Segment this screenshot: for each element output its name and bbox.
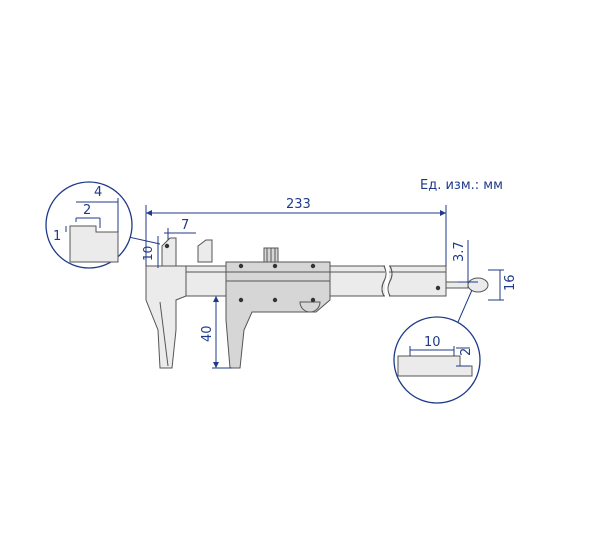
dim-inner-jaw-width-value: 7 (181, 218, 189, 233)
detail-left-width-outer: 4 (94, 185, 102, 200)
dim-inner-jaw-width: 7 (164, 218, 196, 240)
thumb-wheel (299, 301, 321, 313)
detail-right-width: 10 (424, 335, 441, 350)
detail-left: 4 2 1 (45, 181, 133, 269)
fixed-inner-jaw (161, 237, 177, 267)
dim-inner-jaw-height: 10 (141, 236, 159, 268)
dim-rod-offset: 3.7 (452, 240, 478, 283)
dim-overall-length-value: 233 (286, 197, 311, 212)
sliding-jaw (225, 261, 331, 369)
dim-rod-offset-value: 3.7 (452, 241, 467, 262)
detail-left-height: 1 (53, 229, 61, 244)
sliding-inner-jaw (197, 239, 213, 263)
dim-rod-height: 16 (488, 269, 518, 301)
dim-jaw-depth-value: 40 (200, 325, 215, 342)
detail-right: 10 2 (393, 316, 481, 404)
fixed-jaw (145, 265, 187, 369)
units-label: Ед. изм.: мм (420, 178, 503, 193)
detail-left-width-inner: 2 (83, 203, 91, 218)
caliper (145, 237, 489, 369)
detail-right-height: 2 (459, 348, 474, 356)
dim-inner-jaw-height-value: 10 (141, 246, 155, 261)
depth-rod (445, 281, 469, 289)
depth-rod-tip (467, 277, 489, 293)
dim-rod-height-value: 16 (503, 274, 518, 291)
dim-jaw-depth: 40 (200, 296, 232, 369)
dim-overall-length: 233 (145, 197, 447, 266)
